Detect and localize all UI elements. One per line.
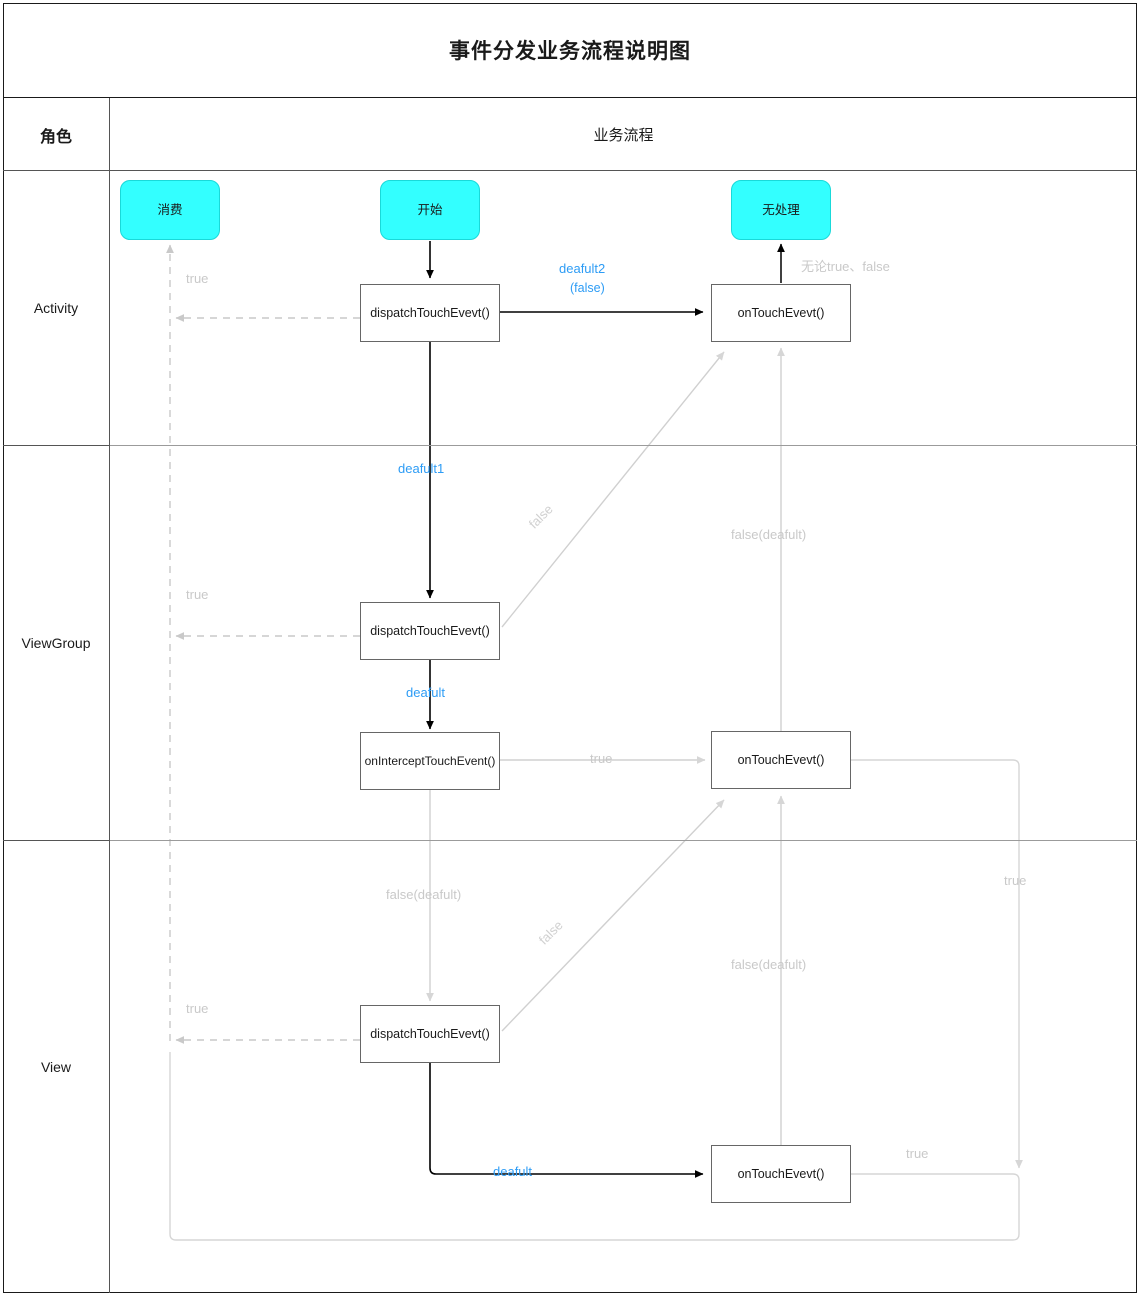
label-no-matter-true-false: 无论true、false: [801, 259, 890, 274]
lane-label-viewgroup: ViewGroup: [3, 445, 110, 840]
node-no-handle[interactable]: 无处理: [731, 180, 831, 240]
divider-activity-viewgroup-left: [3, 445, 110, 446]
label-deafult2: deafult2: [559, 261, 606, 276]
label-deafult-viewgroup: deafult: [406, 685, 446, 700]
node-start[interactable]: 开始: [380, 180, 480, 240]
lane-viewgroup: ViewGroup: [3, 445, 1137, 840]
label-intercept-true: true: [590, 751, 613, 766]
lane-label-view: View: [3, 840, 110, 1293]
page-title: 事件分发业务流程说明图: [449, 40, 691, 63]
node-activity-on-touch-event[interactable]: onTouchEvevt(): [711, 284, 851, 342]
node-view-on-touch-event[interactable]: onTouchEvevt(): [711, 1145, 851, 1203]
node-view-dispatch-touch-event[interactable]: dispatchTouchEvevt(): [360, 1005, 500, 1063]
lane-activity: Activity: [3, 171, 1137, 445]
label-deafult1: deafult1: [398, 461, 445, 476]
node-viewgroup-on-touch-event[interactable]: onTouchEvevt(): [711, 731, 851, 789]
label-view-false-deafult-2: false(deafult): [731, 957, 807, 972]
lane-label-activity: Activity: [3, 171, 110, 445]
divider-viewgroup-view-left: [3, 840, 110, 841]
label-right-true: true: [1004, 873, 1027, 888]
label-viewgroup-false-deafult: false(deafult): [731, 527, 807, 542]
label-deafult2-false: (false): [570, 281, 605, 295]
label-view-false-deafult: false(deafult): [386, 887, 462, 902]
divider-viewgroup-view: [3, 840, 1137, 841]
column-header-row: 角色 业务流程: [3, 98, 1137, 171]
label-viewgroup-true: true: [186, 587, 209, 602]
lane-view: View: [3, 840, 1137, 1293]
node-viewgroup-on-intercept-touch-event[interactable]: onInterceptTouchEvent(): [360, 732, 500, 790]
node-activity-dispatch-touch-event[interactable]: dispatchTouchEvevt(): [360, 284, 500, 342]
title-row: 事件分发业务流程说明图: [3, 3, 1137, 98]
node-viewgroup-dispatch-touch-event[interactable]: dispatchTouchEvevt(): [360, 602, 500, 660]
diagram-frame: [3, 3, 1137, 1293]
label-deafult-view: deafult: [493, 1164, 533, 1179]
label-bottom-true: true: [906, 1146, 929, 1161]
header-role-column: 角色: [3, 98, 110, 171]
header-flow-column: 业务流程: [593, 127, 654, 144]
node-consume[interactable]: 消费: [120, 180, 220, 240]
divider-activity-viewgroup: [3, 445, 1137, 446]
label-activity-true: true: [186, 271, 209, 286]
label-view-true: true: [186, 1001, 209, 1016]
